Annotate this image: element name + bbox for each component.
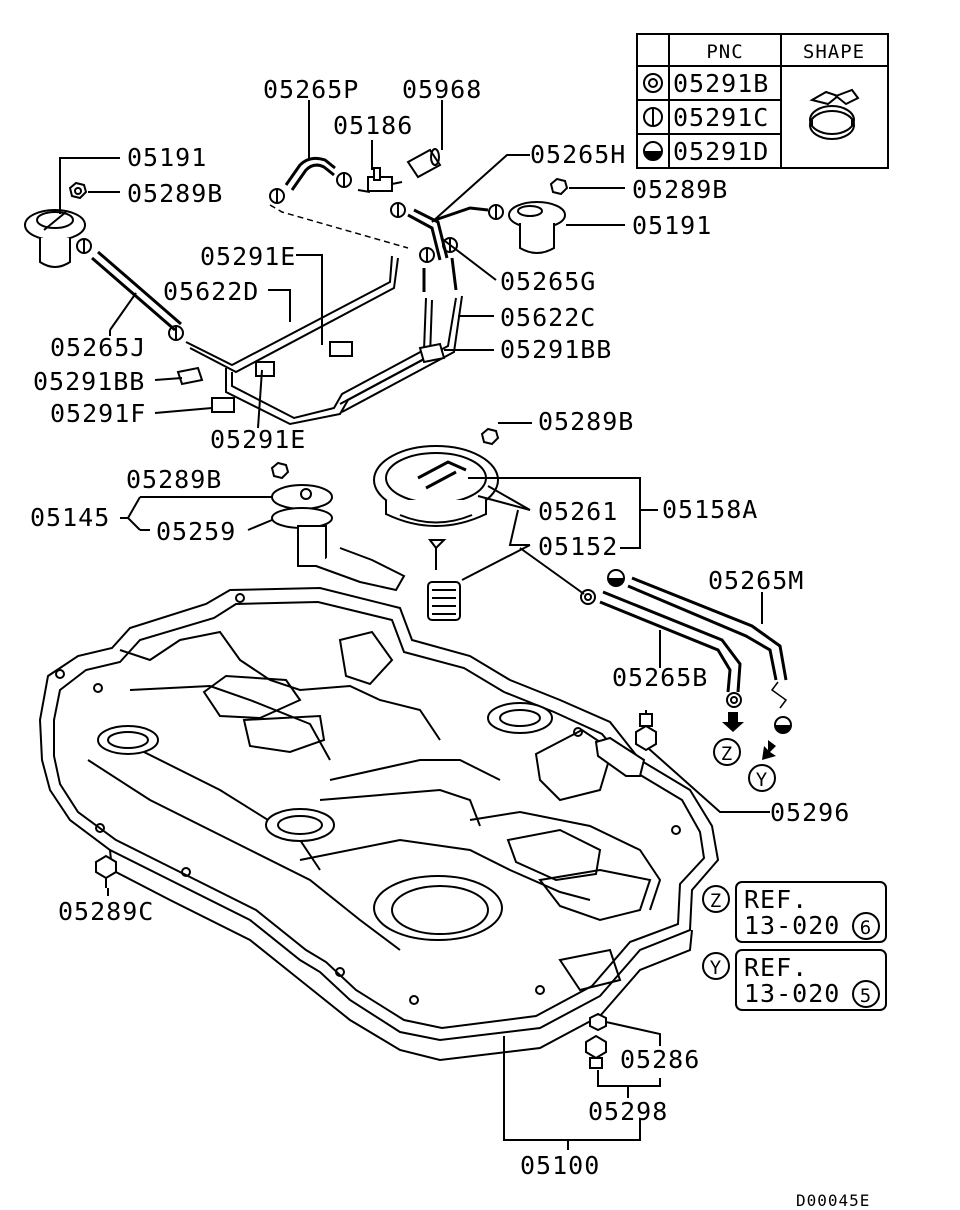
nut-icon [549,177,569,196]
label-05289B: 05289B [127,179,223,208]
table-row-pnc: 05291C [673,103,769,132]
hose-clamp-shape-icon [809,88,860,140]
reference-number: 6 [860,917,872,939]
label-05259: 05259 [156,517,236,546]
nut-icon [68,181,88,200]
label-05261: 05261 [538,497,618,526]
circle-vertical-line-icon [643,107,663,127]
table-row-pnc: 05291B [673,69,769,98]
marker-y-icon: Y [748,764,776,792]
label-05622C: 05622C [500,303,596,332]
label-05191: 05191 [127,143,207,172]
valve-05186 [357,167,403,193]
label-05265G: 05265G [500,267,596,296]
double-circle-icon [643,73,663,93]
label-05145: 05145 [30,503,110,532]
fuel-gauge-unit-left [24,209,86,268]
svg-text:Y: Y [710,957,722,979]
nut-05286 [589,1012,607,1032]
label-05100: 05100 [520,1151,600,1180]
label-05291BB: 05291BB [33,367,145,396]
label-05158A: 05158A [662,495,758,524]
reference-title: REF. [744,953,808,982]
clip-icon [176,341,446,413]
svg-text:Z: Z [710,890,722,912]
reference-title: REF. [744,885,808,914]
fuel-sender-unit [271,484,406,592]
label-05265P: 05265P [263,75,359,104]
arrow-down-icon [722,712,776,760]
reference-y: Y REF. 13-020 5 [702,949,887,1011]
nut-icon [270,461,290,480]
reference-z: Z REF. 13-020 6 [702,881,887,943]
label-05289B: 05289B [538,407,634,436]
marker-z-icon [702,885,730,913]
pipe-assembly [185,237,463,426]
hose-05265B [580,589,742,708]
reference-code: 13-020 [744,911,840,940]
label-05968: 05968 [402,75,482,104]
table-header-shape: SHAPE [803,41,865,63]
label-05265B: 05265B [612,663,708,692]
fuel-tank-05100 [38,586,720,1062]
fuel-pump-flange [373,445,499,570]
fuel-gauge-unit-right [508,201,566,254]
fuel-strainer [427,581,461,621]
reference-number: 5 [860,985,872,1007]
bolt-05296 [635,710,657,752]
label-05286: 05286 [620,1045,700,1074]
label-05291E: 05291E [210,425,306,454]
half-filled-circle-icon [643,141,663,161]
marker-y-icon [702,952,730,980]
label-05291E: 05291E [200,242,296,271]
label-05289C: 05289C [58,897,154,926]
label-05296: 05296 [770,798,850,827]
label-05265M: 05265M [708,566,804,595]
label-05298: 05298 [588,1097,668,1126]
filter-05968 [406,148,442,179]
label-05289B: 05289B [632,175,728,204]
label-05152: 05152 [538,532,618,561]
label-05191: 05191 [632,211,712,240]
label-05291BB: 05291BB [500,335,612,364]
table-header-pnc: PNC [706,41,743,63]
hose-05265P [269,156,352,204]
label-05289B: 05289B [126,465,222,494]
marker-z-icon: Z [713,738,741,766]
label-05186: 05186 [333,111,413,140]
label-05265J: 05265J [50,333,146,362]
hose-05265M [607,569,792,734]
pnc-shape-legend-table: PNC SHAPE 05291B 05291C 05291D [636,33,889,169]
table-row-pnc: 05291D [673,137,769,166]
bolt-05298 [585,1034,607,1069]
label-05265H: 05265H [530,140,626,169]
nut-icon [480,427,500,446]
label-05291F: 05291F [50,399,146,428]
diagram-code: D00045E [796,1191,870,1210]
hose-05265J [76,238,184,341]
svg-text:Z: Z [721,743,733,765]
svg-text:Y: Y [756,769,768,791]
label-05622D: 05622D [163,277,259,306]
bolt-05289C [95,854,117,888]
reference-code: 13-020 [744,979,840,1008]
